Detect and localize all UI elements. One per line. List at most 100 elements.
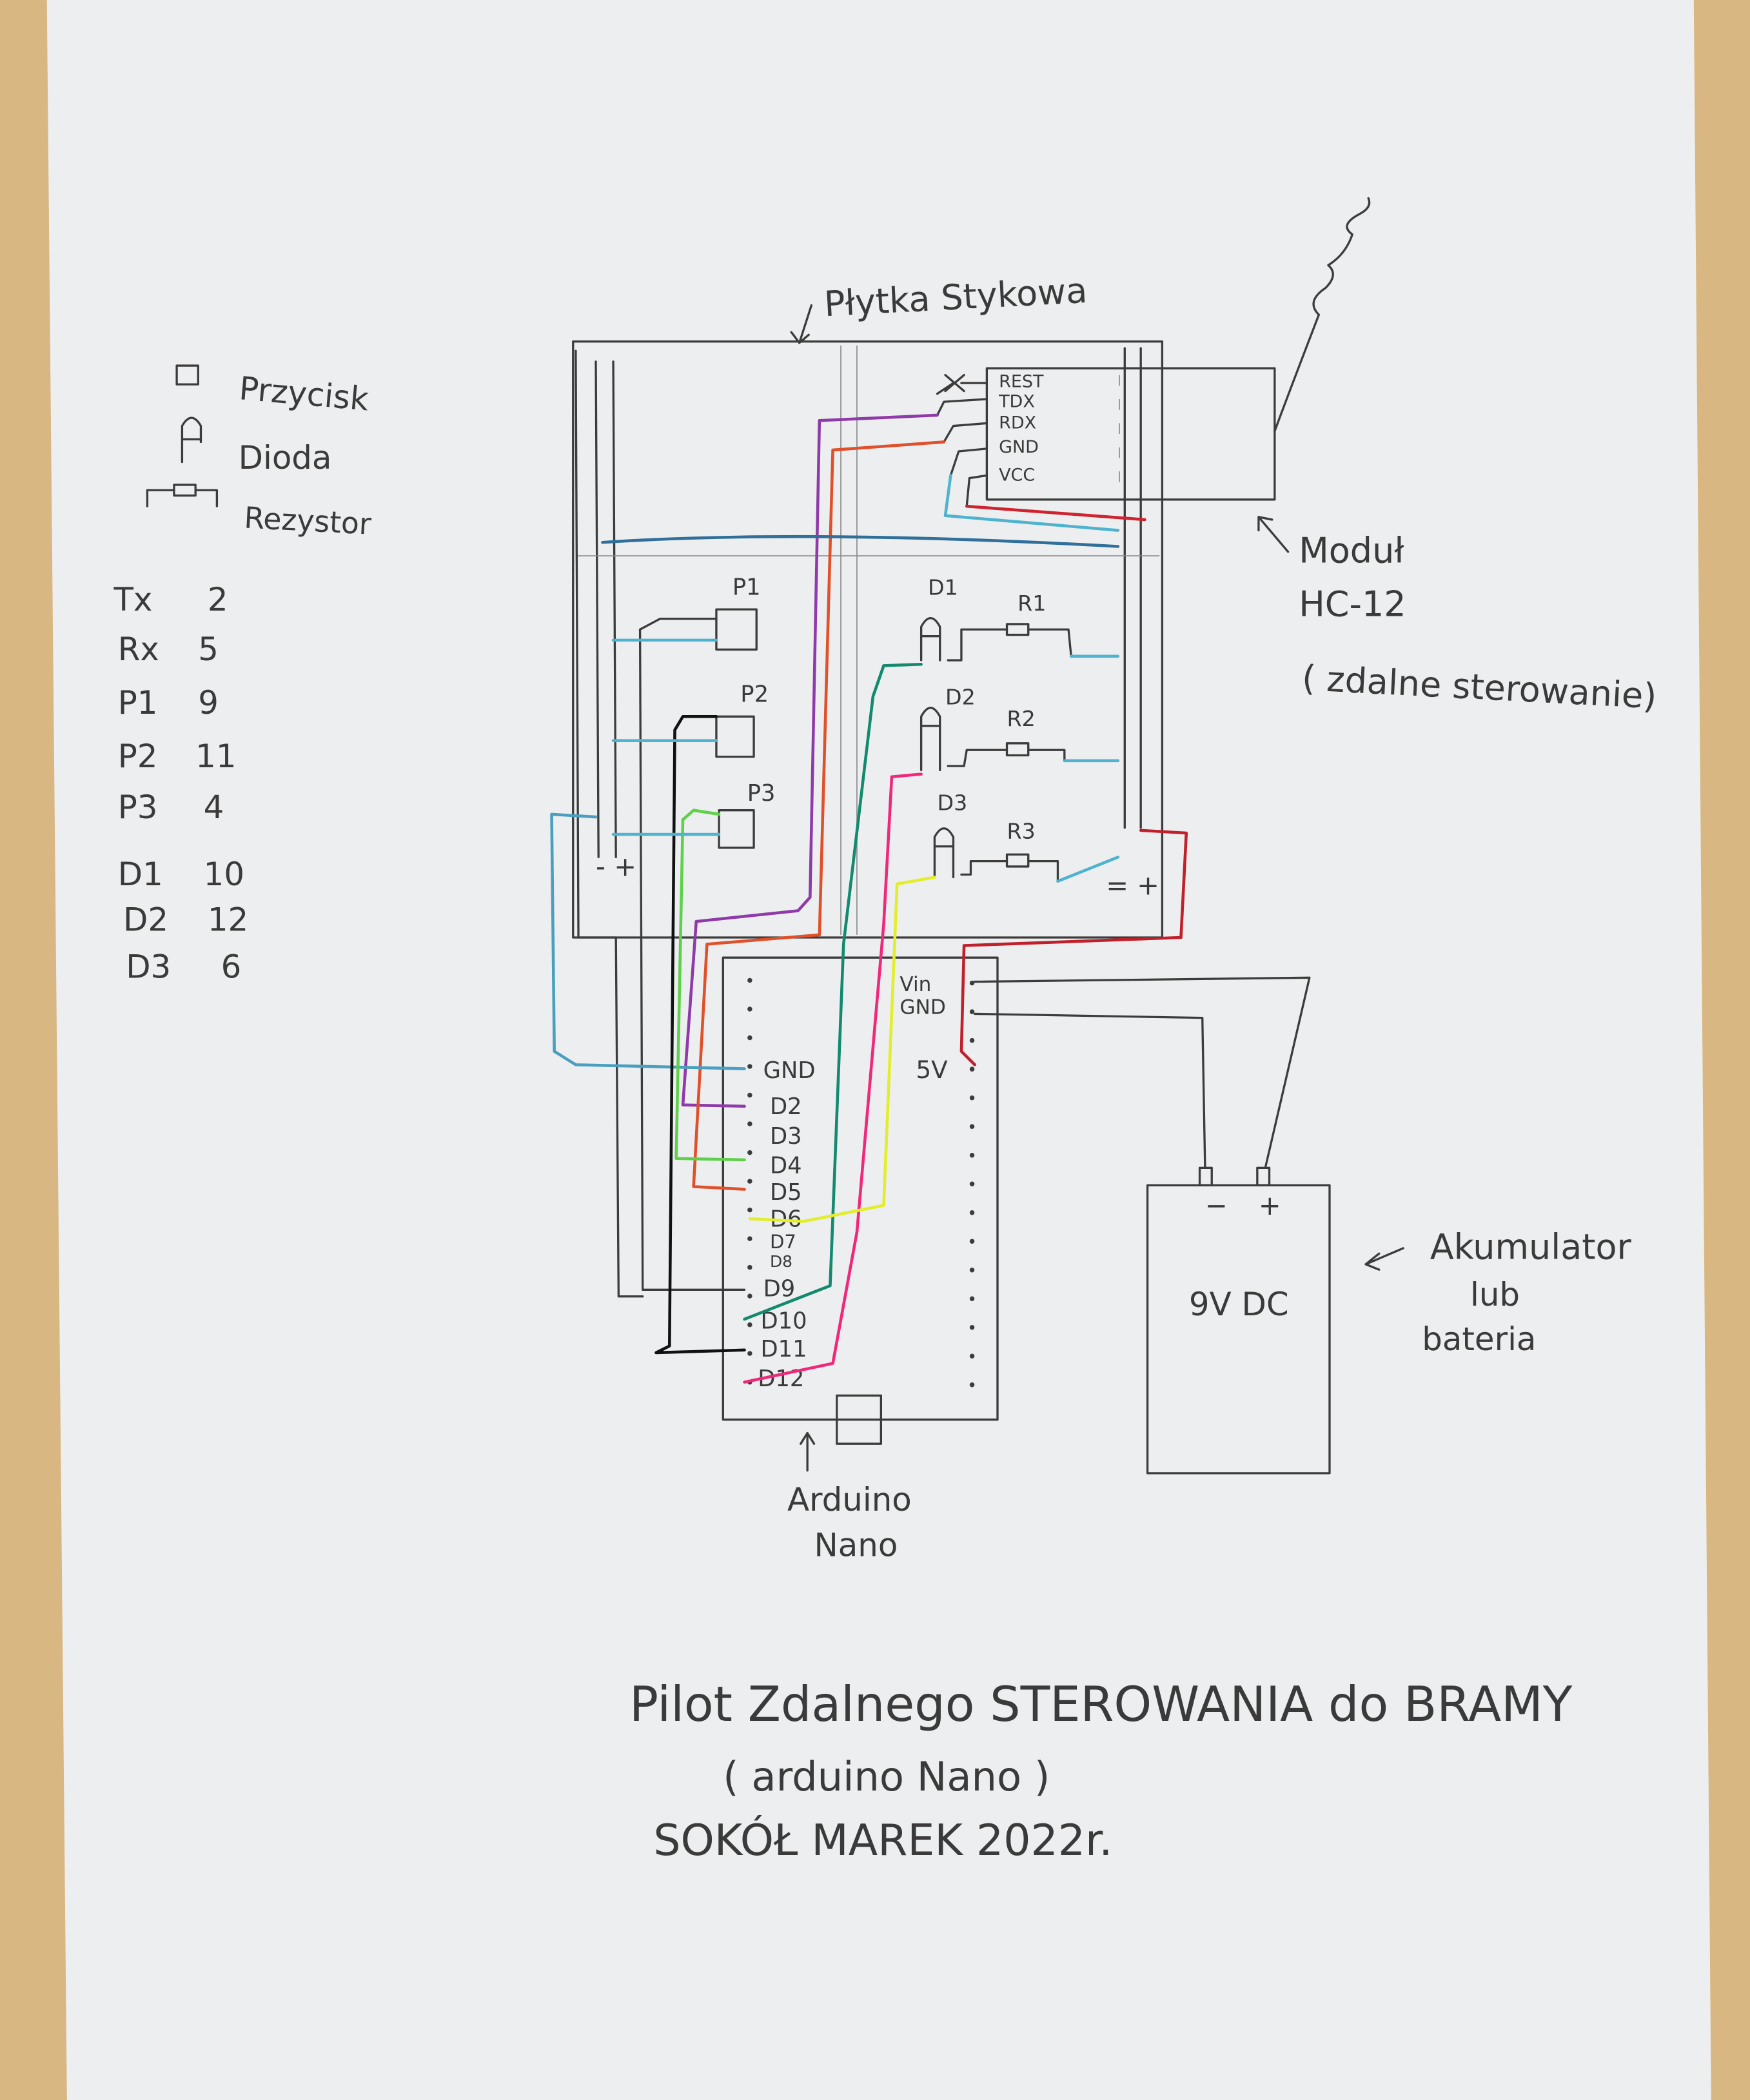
battery-minus-label: − — [1205, 1190, 1228, 1221]
hc12-arrow-icon — [1257, 516, 1290, 553]
legend-label-diode: Dioda — [239, 439, 332, 476]
nano-left-pin-dot — [747, 1150, 752, 1155]
pin-table-value: 10 — [204, 856, 244, 893]
nano-left-pin-dot — [747, 1179, 752, 1184]
wire-tx-purple — [681, 413, 939, 1108]
wire-left-rail — [575, 349, 644, 1298]
battery-caption-2: lub — [1470, 1276, 1520, 1313]
diode-d3-label: D3 — [938, 790, 968, 816]
nano-pin-d10: D10 — [760, 1308, 807, 1335]
button-p3-label: P3 — [747, 780, 776, 807]
resistor-r1-icon — [947, 623, 1072, 662]
pin-table-value: 5 — [198, 631, 219, 668]
wire-gnd-to-nano-blue — [550, 812, 746, 1070]
hc12-caption-1: Moduł — [1299, 530, 1404, 571]
nano-left-pin-dot — [747, 1322, 752, 1328]
nano-right-pin-dot — [969, 1124, 975, 1129]
hc12-pin-rdx: RDX — [999, 413, 1036, 433]
battery-plus-label: + — [1259, 1190, 1281, 1221]
button-p2-label: P2 — [740, 681, 769, 707]
wire-p3-green — [674, 809, 746, 1162]
nano-right-pin-dot — [969, 1095, 975, 1101]
button-p1-label: P1 — [732, 574, 761, 600]
title-line-2: ( arduino Nano ) — [723, 1753, 1050, 1800]
nano-right-pin-dot — [969, 1181, 975, 1186]
battery-voltage-label: 9V DC — [1189, 1286, 1289, 1323]
nano-pin-d4: D4 — [770, 1153, 802, 1179]
hc12-pin-gnd: GND — [999, 437, 1039, 457]
nano-left-pin-dot — [747, 1064, 752, 1069]
nano-pin-d7: D7 — [770, 1231, 796, 1253]
nano-right-pin-dot — [969, 1296, 975, 1301]
nano-left-pin-dot — [747, 1264, 752, 1270]
wire-p1-to-d9 — [638, 617, 746, 1291]
pin-table-name: P1 — [118, 684, 158, 721]
pin-table-value: 12 — [208, 901, 248, 939]
nano-caption-1: Arduino — [787, 1481, 912, 1518]
diode-d1-icon — [919, 616, 941, 662]
battery-caption-1: Akumulator — [1430, 1227, 1632, 1268]
hc12-pin-rest: REST — [999, 371, 1044, 391]
pin-table-value: 9 — [198, 684, 219, 721]
wire-d1-teal — [743, 662, 923, 1321]
wire-hc12-gnd-lead — [949, 447, 988, 477]
pin-table-name: D3 — [126, 948, 171, 985]
nano-right-pin-dot — [969, 1037, 975, 1043]
breadboard-arrow-icon — [790, 304, 813, 344]
nano-pin-d9: D9 — [763, 1276, 796, 1302]
nano-right-pin-dot — [969, 1066, 975, 1072]
nano-left-pin-dot — [747, 1207, 752, 1213]
nano-pin-d5: D5 — [770, 1179, 802, 1206]
wire-p2-black — [654, 715, 746, 1355]
paper-sheet — [46, 0, 1711, 2100]
diode-d3-icon — [933, 827, 955, 879]
nano-pin-5v: 5V — [916, 1055, 948, 1084]
diode-icon — [181, 417, 202, 464]
wire-gnd-to-battery-minus — [974, 1012, 1206, 1169]
nano-pin-gnd: GND — [763, 1057, 816, 1084]
pin-table-value: 4 — [204, 789, 224, 826]
pin-table-name: D1 — [118, 856, 163, 893]
legend-label-resistor: Rezystor — [243, 500, 372, 541]
diode-d2-label: D2 — [945, 685, 976, 710]
breadboard: - + = + — [572, 340, 1164, 939]
wire-d2-pink — [743, 772, 923, 1384]
rail-left-polarity: - + — [596, 850, 636, 882]
battery-terminal-plus — [1256, 1166, 1271, 1186]
resistor-r2-label: R2 — [1007, 706, 1036, 731]
wire-hc12-vcc-lead — [965, 474, 988, 507]
nano-left-pin-dot — [747, 1006, 752, 1012]
nano-caption-2: Nano — [814, 1527, 898, 1564]
nano-right-pin-dot — [969, 1152, 975, 1158]
hc12-caption-2: HC-12 — [1299, 584, 1406, 624]
pin-table-value: 11 — [195, 738, 236, 775]
nano-arrow-icon — [800, 1431, 816, 1472]
rest-not-connected-icon — [936, 373, 988, 395]
nano-right-pin-dot — [969, 1325, 975, 1330]
wire-button-rails-blue — [611, 638, 1120, 883]
nano-right-pin-dot — [969, 1210, 975, 1215]
antenna-icon — [1273, 197, 1371, 433]
usb-port — [836, 1394, 883, 1445]
wire-hc12-rdx-lead — [943, 422, 988, 444]
pin-table-name: D2 — [123, 901, 168, 939]
pin-table-name: Tx — [113, 581, 153, 618]
nano-right-pin-dot — [969, 1353, 975, 1359]
wire-gnd-cyan — [943, 474, 1120, 532]
nano-left-pin-dot — [747, 1293, 752, 1299]
wire-ground-rail-blue — [601, 535, 1120, 548]
wire-rx-orange — [692, 440, 946, 1191]
wire-hc12-tdx-lead — [936, 398, 988, 417]
button-p3 — [718, 809, 755, 849]
diode-d1-label: D1 — [928, 574, 958, 600]
resistor-icon — [146, 484, 219, 507]
rail-right-polarity: = + — [1106, 870, 1159, 901]
battery-caption-3: bateria — [1422, 1320, 1536, 1358]
wire-5v-red — [959, 829, 1188, 1066]
pin-table-value: 2 — [208, 581, 228, 618]
nano-pin-d8: D8 — [770, 1252, 792, 1271]
nano-right-pin-dot — [969, 1239, 975, 1244]
nano-right-pin-dot — [969, 1009, 975, 1014]
wire-d3-yellow — [748, 876, 936, 1223]
nano-pin-vin: Vin — [900, 973, 931, 996]
